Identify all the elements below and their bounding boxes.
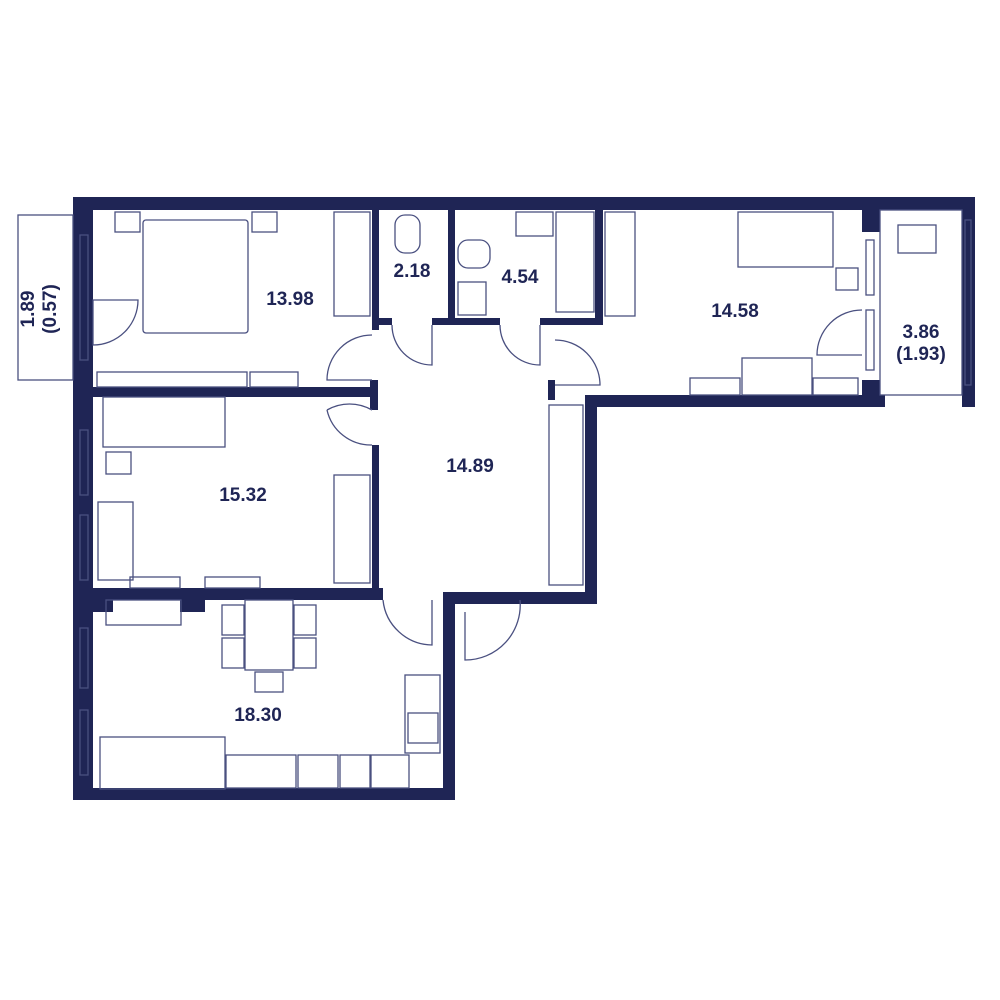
double-bed bbox=[142, 219, 249, 334]
counter bbox=[225, 754, 297, 789]
room-area-bedroom-2: 15.32 bbox=[219, 485, 267, 506]
room-area-toilet: 2.18 bbox=[393, 261, 431, 282]
sink-counter bbox=[404, 674, 441, 754]
single-bed-2 bbox=[102, 396, 226, 448]
bathtub bbox=[555, 211, 595, 313]
room-area-balcony-left: 1.89 (0.57) bbox=[18, 259, 62, 359]
balcony-right-area: 3.86 bbox=[902, 322, 940, 343]
desk-2 bbox=[97, 501, 134, 581]
balcony-left-reduced: (0.57) bbox=[40, 284, 61, 334]
desk bbox=[741, 357, 813, 396]
room-area-bedroom-3: 14.58 bbox=[711, 301, 759, 322]
wardrobe-2 bbox=[333, 474, 371, 584]
balcony-right-reduced: (1.93) bbox=[896, 344, 946, 365]
balcony-left-area: 1.89 bbox=[18, 290, 39, 328]
room-area-bathroom: 4.54 bbox=[501, 267, 539, 288]
furniture bbox=[96, 211, 937, 790]
wardrobe bbox=[333, 211, 371, 317]
sofa bbox=[99, 736, 226, 790]
room-area-kitchen-living: 18.30 bbox=[234, 705, 282, 726]
hall-wardrobe bbox=[548, 404, 584, 586]
dining-table bbox=[244, 599, 294, 671]
stove bbox=[297, 754, 339, 789]
room-area-bedroom-1: 13.98 bbox=[266, 289, 314, 310]
room-area-hall: 14.89 bbox=[446, 456, 494, 477]
balconies bbox=[17, 209, 963, 396]
room-area-balcony-right: 3.86 (1.93) bbox=[880, 322, 962, 366]
single-bed bbox=[737, 211, 834, 268]
windows bbox=[79, 219, 972, 776]
toilet bbox=[394, 214, 421, 254]
doors bbox=[92, 299, 863, 661]
